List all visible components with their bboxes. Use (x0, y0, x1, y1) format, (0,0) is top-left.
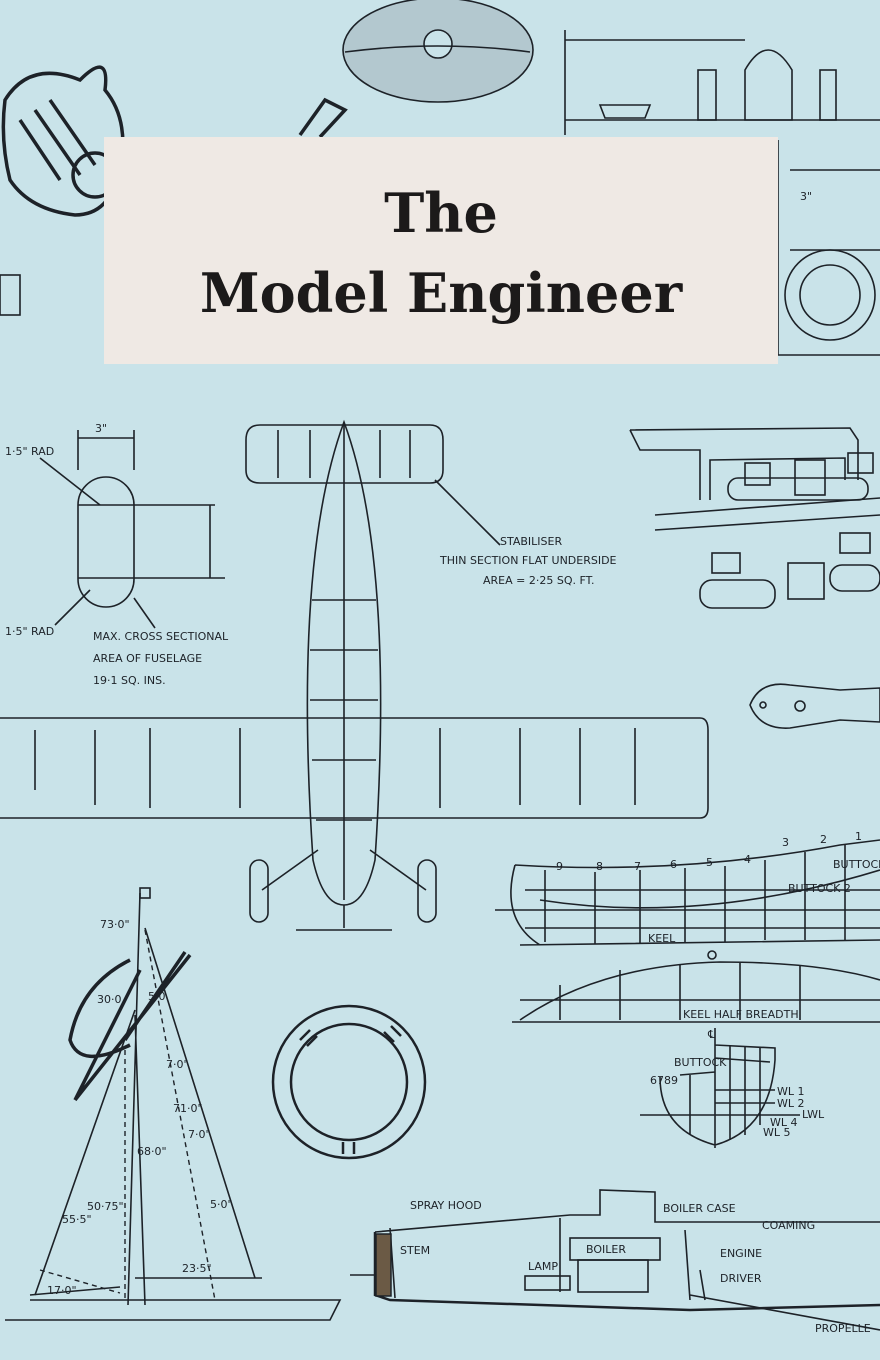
stabiliser-label-1: STABILISER (500, 535, 562, 548)
driver-label: DRIVER (720, 1272, 762, 1285)
engine-label: ENGINE (720, 1247, 762, 1260)
model-airplane-drawing: STABILISER THIN SECTION FLAT UNDERSIDE A… (0, 419, 709, 931)
tube-drawing (298, 97, 348, 139)
cross-section-label-3: 19·1 SQ. INS. (93, 674, 166, 687)
locomotive-drawing: 3" (564, 30, 880, 356)
cross-section-label-1: MAX. CROSS SECTIONAL (93, 630, 229, 643)
buttock-label: BUTTOCK (833, 858, 880, 871)
title-line-1: The (384, 181, 498, 245)
rad-top-label: 1·5" RAD (5, 445, 54, 458)
station-4: 4 (744, 853, 751, 866)
mechanical-parts-drawing (629, 427, 880, 729)
lamp-label: LAMP (528, 1260, 558, 1273)
coaming-label: COAMING (762, 1219, 815, 1232)
steam-launch-drawing: SPRAY HOOD BOILER CASE COAMING STEM BOIL… (350, 1189, 880, 1335)
width-dimension-label: 3" (95, 422, 107, 435)
boiler-case-label: BOILER CASE (663, 1202, 736, 1215)
lwl-label: LWL (802, 1108, 825, 1121)
station-5: 5 (706, 856, 713, 869)
hull-lines-drawing: 9 8 7 6 5 4 3 2 1 BUTTOCK BUTTOCK 2 KEEL… (495, 830, 880, 1023)
sail-dim-68: 68·0" (137, 1145, 167, 1158)
stabiliser-label-2: THIN SECTION FLAT UNDERSIDE (439, 554, 617, 567)
cross-section-label-2: AREA OF FUSELAGE (93, 652, 202, 665)
sail-dim-555: 55·5" (62, 1213, 92, 1226)
body-section-drawing: ℄ BUTTOCK 6789 WL 1 WL 2 LWL WL 4 WL 5 (640, 1028, 825, 1148)
section-buttock-label: BUTTOCK (674, 1056, 727, 1069)
sail-dim-5075: 50·75" (87, 1200, 124, 1213)
sail-dim-73: 73·0" (100, 918, 130, 931)
rad-bottom-label: 1·5" RAD (5, 625, 54, 638)
sail-dim-17: 17·0" (47, 1284, 77, 1297)
propeller-label: PROPELLE (815, 1322, 871, 1335)
stem-label: STEM (400, 1244, 430, 1257)
wl4-label: WL 4 (770, 1116, 798, 1129)
centreline-symbol: ℄ (707, 1028, 715, 1041)
title-panel: The Model Engineer (104, 137, 778, 364)
sail-dim-30: 30·0 (97, 993, 122, 1006)
section-numbers: 6789 (650, 1074, 678, 1087)
buttock2-label: BUTTOCK 2 (788, 882, 851, 895)
loco-dim: 3" (800, 190, 812, 203)
stabiliser-label-3: AREA = 2·25 SQ. FT. (483, 574, 595, 587)
cross-section-drawing: 3" 1·5" RAD 1·5" RAD MAX. CROSS SECTIONA… (5, 422, 229, 687)
yacht-sail-drawing: 73·0" 30·0 5·0 7·0" 71·0" 7·0" 68·0" 5·0… (5, 887, 342, 1321)
sail-dim-5b: 5·0" (210, 1198, 233, 1211)
station-8: 8 (596, 860, 603, 873)
title-line-2: Model Engineer (199, 261, 683, 325)
wl2-label: WL 2 (777, 1097, 805, 1110)
keel-half-label: KEEL HALF BREADTH (683, 1008, 799, 1021)
station-6: 6 (670, 858, 677, 871)
sail-dim-7b: 7·0" (188, 1128, 211, 1141)
station-9: 9 (556, 860, 563, 873)
boiler-label: BOILER (586, 1243, 626, 1256)
keel-label: KEEL (648, 932, 676, 945)
life-ring-drawing (271, 1004, 427, 1160)
sail-dim-71: 71·0" (173, 1102, 203, 1115)
station-1: 1 (855, 830, 862, 843)
sail-dim-235: 23·5" (182, 1262, 212, 1275)
oval-disc-drawing (342, 0, 534, 103)
label-plate-drawing (0, 274, 21, 316)
station-3: 3 (782, 836, 789, 849)
wl1-label: WL 1 (777, 1085, 805, 1098)
sail-dim-5a: 5·0 (148, 990, 166, 1003)
spray-hood-label: SPRAY HOOD (410, 1199, 482, 1212)
station-2: 2 (820, 833, 827, 846)
station-7: 7 (634, 860, 641, 873)
wl5-label: WL 5 (763, 1126, 791, 1139)
sail-dim-7a: 7·0" (166, 1058, 189, 1071)
